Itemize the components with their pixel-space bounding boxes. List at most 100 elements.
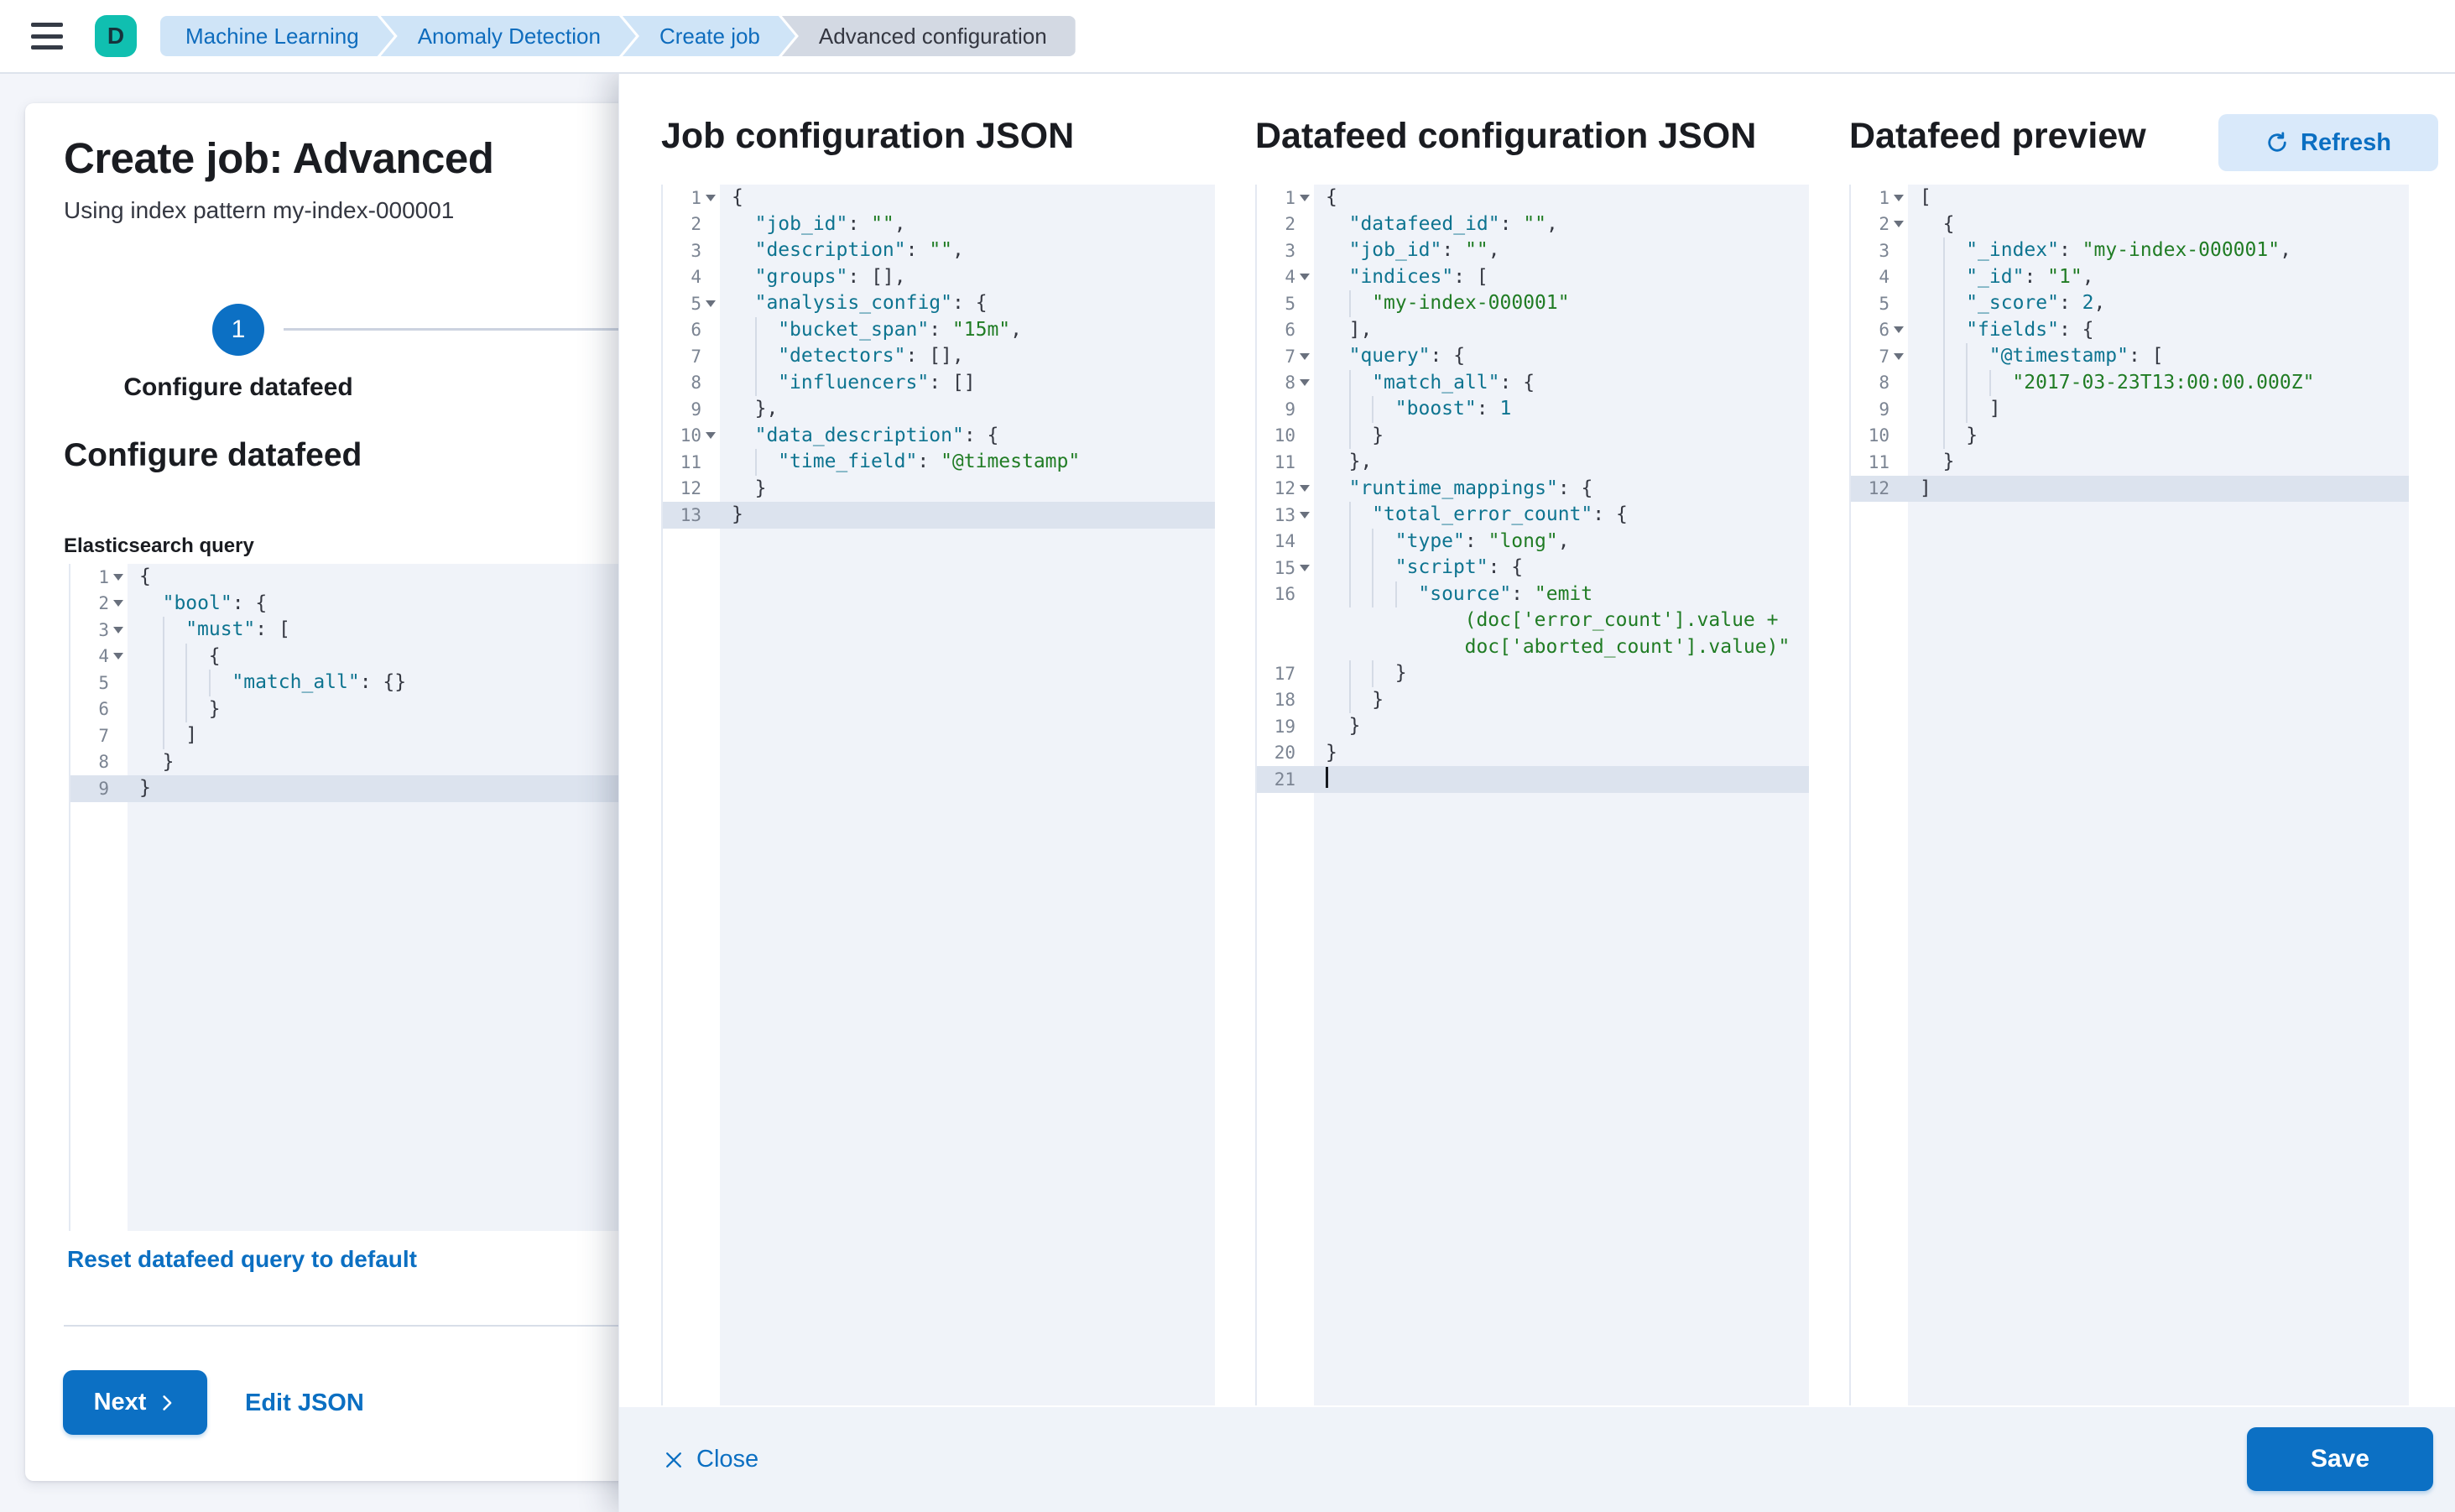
code-text: "indices": [	[1314, 264, 1809, 291]
code-line[interactable]: 5"my-index-000001"	[1257, 290, 1809, 317]
code-line[interactable]: 3"_index": "my-index-000001",	[1851, 237, 2409, 264]
fold-arrow-icon[interactable]	[1889, 195, 1908, 201]
code-line[interactable]: 6],	[1257, 317, 1809, 344]
code-line[interactable]: 2{	[1851, 211, 2409, 238]
code-line[interactable]: 6}	[70, 696, 1217, 722]
code-token: (doc['error_count'].value +	[1464, 609, 1779, 631]
fold-arrow-icon[interactable]	[1295, 512, 1314, 519]
code-line[interactable]: 10}	[1851, 422, 2409, 449]
fold-arrow-icon[interactable]	[1295, 379, 1314, 386]
code-line[interactable]: 8"match_all": {	[1257, 369, 1809, 396]
code-line[interactable]: 13}	[663, 502, 1215, 529]
code-token: }	[1348, 715, 1361, 737]
code-line[interactable]: 12"runtime_mappings": {	[1257, 476, 1809, 503]
fold-arrow-icon[interactable]	[109, 653, 128, 660]
fold-arrow-icon[interactable]	[701, 432, 720, 439]
index-pattern-subtitle: Using index pattern my-index-000001	[64, 197, 455, 223]
code-line[interactable]: 7"query": {	[1257, 343, 1809, 370]
datafeed-preview-editor[interactable]: 1[2{3"_index": "my-index-000001",4"_id":…	[1849, 185, 2409, 1405]
breadcrumb-machine-learning[interactable]: Machine Learning	[160, 16, 394, 56]
fold-arrow-icon[interactable]	[1295, 195, 1314, 201]
code-line[interactable]: 10}	[1257, 422, 1809, 449]
code-line[interactable]: 2"job_id": "",	[663, 211, 1215, 238]
code-line[interactable]: 7"detectors": [],	[663, 343, 1215, 370]
code-line[interactable]: 15"script": {	[1257, 555, 1809, 581]
fold-arrow-icon[interactable]	[1295, 485, 1314, 492]
save-button[interactable]: Save	[2247, 1427, 2433, 1491]
step-1-indicator[interactable]: 1	[212, 304, 264, 356]
code-line[interactable]: 5"match_all": {}	[70, 670, 1217, 696]
code-token: : {	[1557, 477, 1593, 499]
code-token: "match_all"	[232, 671, 360, 693]
job-config-editor[interactable]: 1{2"job_id": "",3"description": "",4"gro…	[661, 185, 1215, 1405]
breadcrumb-create-job[interactable]: Create job	[623, 16, 795, 56]
code-line[interactable]: 12]	[1851, 475, 2409, 502]
reset-datafeed-query-link[interactable]: Reset datafeed query to default	[67, 1246, 417, 1272]
fold-arrow-icon[interactable]	[109, 600, 128, 607]
fold-arrow-icon[interactable]	[1889, 326, 1908, 333]
code-line[interactable]: 12}	[663, 476, 1215, 503]
code-line[interactable]: 3"job_id": "",	[1257, 237, 1809, 264]
fold-arrow-icon[interactable]	[1295, 353, 1314, 360]
code-line[interactable]: 16"source": "emit	[1257, 581, 1809, 607]
code-line[interactable]: 6"fields": {	[1851, 316, 2409, 343]
fold-arrow-icon[interactable]	[1295, 274, 1314, 280]
code-line[interactable]: 19}	[1257, 713, 1809, 740]
code-token: "query"	[1348, 345, 1431, 367]
code-line[interactable]: 18}	[1257, 686, 1809, 713]
code-line[interactable]: 1[	[1851, 185, 2409, 211]
fold-arrow-icon[interactable]	[701, 300, 720, 307]
next-button[interactable]: Next	[63, 1370, 207, 1435]
code-line[interactable]: 1{	[1257, 185, 1809, 211]
fold-arrow-icon[interactable]	[1295, 565, 1314, 571]
code-line[interactable]: 4"indices": [	[1257, 264, 1809, 291]
code-line[interactable]: 9"boost": 1	[1257, 396, 1809, 423]
code-line[interactable]: 5"_score": 2,	[1851, 290, 2409, 317]
fold-arrow-icon[interactable]	[701, 195, 720, 201]
code-line[interactable]: (doc['error_count'].value +	[1257, 607, 1809, 634]
datafeed-config-editor[interactable]: 1{2"datafeed_id": "",3"job_id": "",4"ind…	[1255, 185, 1809, 1405]
code-line[interactable]: 11}	[1851, 449, 2409, 476]
code-line[interactable]: 9},	[663, 396, 1215, 423]
code-line[interactable]: 7]	[70, 722, 1217, 749]
refresh-button[interactable]: Refresh	[2218, 114, 2438, 171]
code-line[interactable]: doc['aborted_count'].value)"	[1257, 634, 1809, 661]
line-number: 1	[1285, 187, 1295, 208]
code-line[interactable]: 2"bool": {	[70, 591, 1217, 618]
fold-arrow-icon[interactable]	[109, 627, 128, 633]
code-line[interactable]: 6"bucket_span": "15m",	[663, 316, 1215, 343]
close-button[interactable]: Close	[663, 1446, 758, 1473]
edit-json-link[interactable]: Edit JSON	[245, 1389, 364, 1416]
code-line[interactable]: 7"@timestamp": [	[1851, 343, 2409, 370]
code-text: }	[128, 775, 1217, 802]
menu-icon[interactable]	[31, 23, 63, 50]
code-line[interactable]: 2"datafeed_id": "",	[1257, 211, 1809, 238]
code-line[interactable]: 10"data_description": {	[663, 423, 1215, 450]
code-token: "source"	[1418, 582, 1512, 605]
fold-arrow-icon[interactable]	[1889, 221, 1908, 227]
code-line[interactable]: 8"influencers": []	[663, 369, 1215, 396]
code-line[interactable]: 4"groups": [],	[663, 264, 1215, 291]
indent-guide	[754, 449, 757, 476]
code-line[interactable]: 3"description": "",	[663, 237, 1215, 264]
code-line[interactable]: 21	[1257, 766, 1809, 793]
code-line[interactable]: 13"total_error_count": {	[1257, 502, 1809, 529]
code-line[interactable]: 5"analysis_config": {	[663, 290, 1215, 317]
code-line[interactable]: 20}	[1257, 740, 1809, 767]
code-line[interactable]: 1{	[70, 564, 1217, 591]
code-line[interactable]: 4{	[70, 643, 1217, 670]
code-line[interactable]: 17}	[1257, 660, 1809, 687]
code-line[interactable]: 9]	[1851, 396, 2409, 423]
code-line[interactable]: 8}	[70, 749, 1217, 776]
code-line[interactable]: 3"must": [	[70, 617, 1217, 644]
breadcrumb-anomaly-detection[interactable]: Anomaly Detection	[381, 16, 636, 56]
space-avatar[interactable]: D	[95, 15, 137, 57]
code-line[interactable]: 4"_id": "1",	[1851, 263, 2409, 290]
code-line[interactable]: 14"type": "long",	[1257, 528, 1809, 555]
code-line[interactable]: 8"2017-03-23T13:00:00.000Z"	[1851, 369, 2409, 396]
code-line[interactable]: 11},	[1257, 449, 1809, 476]
fold-arrow-icon[interactable]	[109, 574, 128, 581]
code-line[interactable]: 1{	[663, 185, 1215, 211]
fold-arrow-icon[interactable]	[1889, 353, 1908, 360]
code-line[interactable]: 11"time_field": "@timestamp"	[663, 449, 1215, 476]
